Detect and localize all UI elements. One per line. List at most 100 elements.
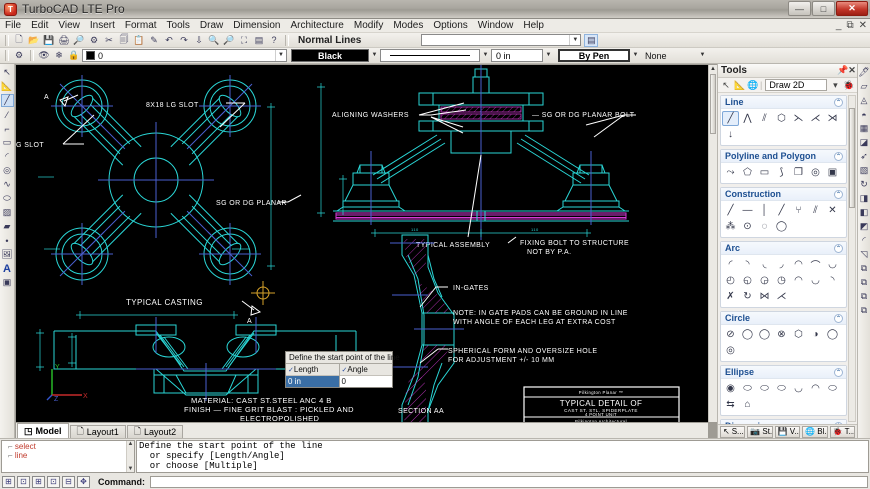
- save-icon[interactable]: 💾: [43, 34, 55, 45]
- circle-concentric-tool[interactable]: ◑: [812, 329, 819, 340]
- print-preview-icon[interactable]: 🔎: [73, 34, 85, 45]
- line-bisector-tool[interactable]: ⋊: [827, 113, 838, 124]
- boolean-int-icon[interactable]: ◩: [859, 221, 869, 231]
- snap-nearest-icon[interactable]: ✥: [77, 475, 90, 488]
- construction-vertical-tool[interactable]: │: [761, 205, 768, 216]
- circle-tool[interactable]: ◎: [3, 165, 11, 175]
- arc-radius-tool[interactable]: ◠: [794, 259, 803, 270]
- zoom-window-icon[interactable]: ⛶: [240, 34, 248, 45]
- history-scrollbar[interactable]: ▲ ▼: [126, 441, 134, 472]
- double-line-tool[interactable]: ⫽: [762, 113, 767, 124]
- arc-segment-tool[interactable]: ◠: [794, 275, 803, 286]
- redo-icon[interactable]: ↷: [180, 34, 188, 45]
- menu-edit[interactable]: Edit: [31, 19, 49, 31]
- loft-icon[interactable]: ▧: [859, 165, 869, 175]
- chevron-down-icon[interactable]: ▼: [545, 52, 552, 58]
- menu-view[interactable]: View: [58, 19, 80, 31]
- arc-mirror-tool[interactable]: ⋈: [759, 291, 770, 302]
- arc-sector-tool[interactable]: ◷: [777, 275, 786, 286]
- arc-start-end-tool[interactable]: ◟: [762, 259, 767, 270]
- properties-icon[interactable]: ⚙: [89, 34, 99, 45]
- circle-2point-tool[interactable]: ◯: [758, 329, 771, 340]
- paste-icon[interactable]: 📋: [133, 34, 145, 45]
- ellipse-join-tool[interactable]: ⌂: [744, 399, 751, 410]
- fill-selector[interactable]: By Pen ▼: [558, 49, 641, 62]
- ellipse-mirror-tool[interactable]: ⇆: [726, 399, 735, 410]
- tool-group-line-header[interactable]: Line ⌃: [721, 96, 846, 109]
- circle-donut-tool[interactable]: ◎: [726, 345, 735, 356]
- history-node-select[interactable]: select: [8, 442, 134, 451]
- arc-rotate-tool[interactable]: ↻: [743, 291, 752, 302]
- polyline-tool[interactable]: ⌐: [4, 123, 10, 134]
- snap-midpoint-icon[interactable]: ⊡: [17, 475, 30, 488]
- construction-offset-tool[interactable]: ⑂: [795, 205, 802, 216]
- menu-architecture[interactable]: Architecture: [290, 19, 344, 31]
- calculator-icon[interactable]: ▤: [254, 34, 264, 45]
- menu-window[interactable]: Window: [477, 19, 514, 31]
- tab-layout2[interactable]: 🗋 Layout2: [126, 425, 184, 438]
- line-angle-tool[interactable]: ⋀: [743, 113, 752, 124]
- line-input-tooltip[interactable]: Define the start point of the line ✓Leng…: [285, 351, 400, 388]
- offset-copy-icon[interactable]: ⧉: [860, 305, 868, 315]
- construction-circle-tool[interactable]: ⊙: [743, 221, 752, 232]
- polygon-tool[interactable]: ⬠: [743, 167, 752, 178]
- render-mode-icon[interactable]: ▤: [584, 33, 599, 47]
- doc-close-button[interactable]: ✕: [858, 20, 867, 31]
- arc-concentric-tool[interactable]: ◡: [828, 259, 837, 270]
- arc-half-tool[interactable]: ◝: [830, 275, 835, 286]
- line-down-tool[interactable]: ↓: [728, 129, 733, 140]
- circle-3tangent-tool[interactable]: ⬡: [794, 329, 803, 340]
- point-tool[interactable]: •: [5, 235, 9, 246]
- arc-offset-tool[interactable]: ⋌: [776, 291, 787, 302]
- polygon-line-tool[interactable]: ⬡: [777, 113, 786, 124]
- chevron-down-icon[interactable]: ▼: [569, 35, 580, 45]
- block-tool[interactable]: ▣: [2, 277, 12, 287]
- ellipse-center-tool[interactable]: ◉: [726, 383, 735, 394]
- select-all-icon[interactable]: ⇩: [195, 34, 203, 45]
- polyline-tool[interactable]: ⤳: [726, 167, 735, 178]
- chevron-down-icon[interactable]: ▼: [371, 52, 378, 58]
- collapse-chevron-icon[interactable]: ⌃: [834, 421, 843, 424]
- arc-3point-tool[interactable]: ◝: [745, 259, 750, 270]
- menu-modes[interactable]: Modes: [393, 19, 424, 31]
- circle-diameter-tool[interactable]: ◯: [741, 329, 754, 340]
- doc-restore-button[interactable]: ⧉: [846, 20, 854, 31]
- print-icon[interactable]: 🖨: [58, 34, 70, 45]
- sweep-icon[interactable]: ➶: [860, 151, 868, 161]
- menu-insert[interactable]: Insert: [89, 19, 115, 31]
- arc-tangent-tool[interactable]: ◞: [779, 259, 784, 270]
- scroll-up-arrow[interactable]: ▲: [710, 66, 716, 72]
- propbar-grip-2[interactable]: [30, 50, 34, 61]
- chevron-down-icon[interactable]: ▾: [833, 79, 838, 90]
- tab-model[interactable]: ◳ Model: [17, 423, 69, 438]
- cad-canvas[interactable]: .cy{stroke:#2ad6d6;fill:none;stroke-widt…: [16, 65, 708, 422]
- fillet-3d-icon[interactable]: ◜: [862, 235, 866, 245]
- propbar-grip[interactable]: [5, 50, 9, 61]
- ellipse-inclined-tool[interactable]: ⬭: [828, 383, 837, 394]
- construction-ellipse-tool[interactable]: ◯: [775, 221, 788, 232]
- minimize-button[interactable]: —: [788, 1, 811, 16]
- close-icon[interactable]: ✕: [848, 65, 856, 75]
- menu-modify[interactable]: Modify: [353, 19, 384, 31]
- measure-icon[interactable]: 📐: [734, 79, 746, 90]
- layer-selector[interactable]: 0 ▼: [82, 49, 287, 62]
- canvas-horizontal-scrollbar[interactable]: [16, 423, 708, 438]
- zoom-in-icon[interactable]: 🔍: [208, 34, 220, 45]
- construction-arc-tool[interactable]: ◌: [761, 221, 768, 232]
- nested-polygon-tool[interactable]: ▣: [827, 167, 838, 178]
- layer-visible-icon[interactable]: 👁: [38, 50, 50, 60]
- collapse-chevron-icon[interactable]: ⌃: [834, 313, 843, 323]
- select-tool[interactable]: ↖: [3, 67, 11, 77]
- construction-parallel-tool[interactable]: ⫽: [813, 205, 818, 216]
- circle-center-radius-tool[interactable]: ⊘: [726, 329, 735, 340]
- hatch-tool[interactable]: ▨: [2, 207, 12, 217]
- layer-freeze-icon[interactable]: ❄: [55, 50, 63, 60]
- tool-group-construction-header[interactable]: Construction ⌃: [721, 188, 846, 201]
- line-perpendicular-tool[interactable]: ⋌: [810, 113, 821, 124]
- tool-group-circle-header[interactable]: Circle ⌃: [721, 312, 846, 325]
- tool-group-ellipse-header[interactable]: Ellipse ⌃: [721, 366, 846, 379]
- double-polyline-tool[interactable]: ⟆: [779, 167, 784, 178]
- line-tangent-tool[interactable]: ⋋: [793, 113, 804, 124]
- blocks-task[interactable]: 🌐Bl...: [802, 425, 828, 438]
- ellipse-arc-tool[interactable]: ◡: [794, 383, 803, 394]
